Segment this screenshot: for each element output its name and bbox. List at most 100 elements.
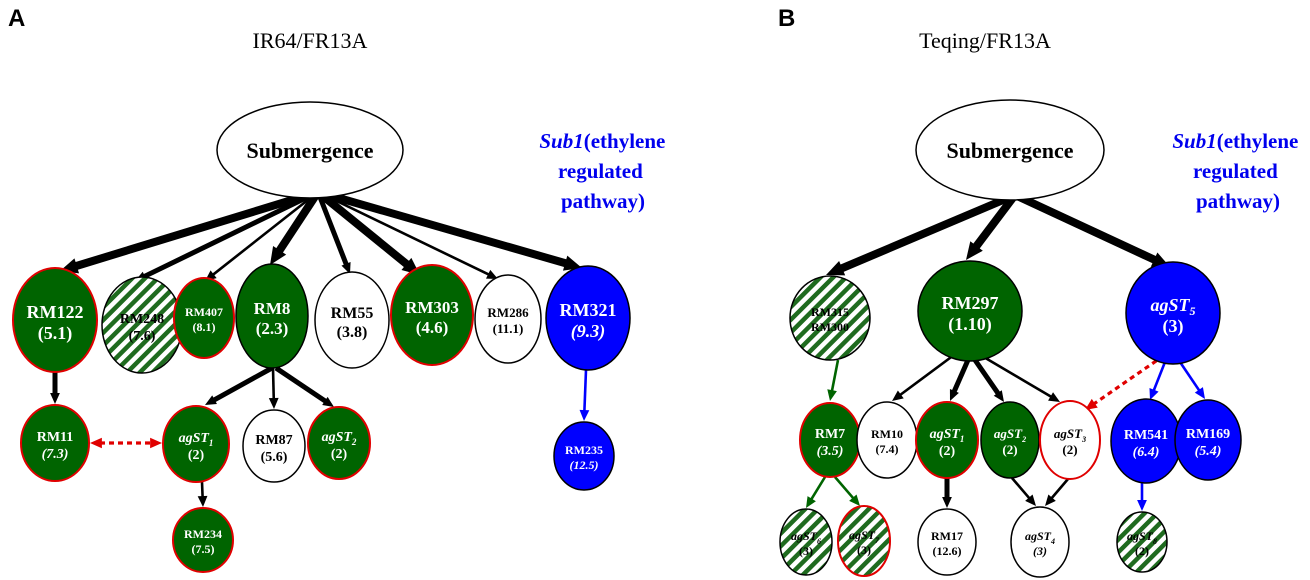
panel-a-node-rm87-ellipse [242, 409, 306, 483]
panel-b-node-rm7-value: (3.5) [817, 444, 844, 459]
panel-a-node-rm55-value: (3.8) [337, 324, 368, 341]
panel-b-node-agst5-label: agST5 [1150, 295, 1195, 318]
panel-b-edge-rm7-to-agst6-line [809, 476, 827, 502]
panel-b-node-agst1-ellipse [915, 401, 979, 479]
panel-a-title: IR64/FR13A [253, 28, 368, 53]
panel-a-edge-root-to-rm122 [60, 188, 320, 274]
panel-a-node-rm303-value: (4.6) [416, 318, 449, 337]
panel-b-node-rm10: RM10(7.4) [856, 401, 918, 479]
panel-a-node-rm11-ellipse [20, 404, 90, 482]
nodes-layer: SubmergenceRM122(5.1)RM248(7.6)RM407(8.1… [12, 99, 1242, 578]
panel-a-edge-root-to-rm407-line [211, 190, 319, 277]
panel-b-edge-rm541-to-agst8 [1137, 483, 1147, 511]
panel-b-edge-agst2-to-agst4-head [1025, 494, 1036, 506]
panel-b-node-agst5: agST5(3) [1125, 261, 1221, 365]
panel-b-node-agst1: agST1(2) [915, 401, 979, 479]
panel-b-node-rm10-value: (7.4) [876, 442, 899, 456]
sub1-suffix: (ethylene [1217, 129, 1299, 153]
panel-b-node-agst7: agST7(3) [837, 505, 891, 577]
panel-a-node-rm87: RM87 (5.6) [242, 409, 306, 483]
panel-a-node-rm8: RM8(2.3) [235, 263, 309, 369]
panel-b-root-node: Submergence [915, 99, 1105, 201]
sub1-name: Sub1 [539, 129, 583, 153]
panel-a-edge-rm122-to-rm11 [50, 372, 60, 404]
panel-a-edge-root-to-rm321 [316, 188, 582, 271]
panel-b-node-agst8: agST8(2) [1116, 511, 1168, 573]
sub1-line3: pathway) [1196, 189, 1280, 213]
panel-a-node-rm286-ellipse [474, 274, 542, 364]
panel-b-node-agst8-ellipse [1116, 511, 1168, 573]
panel-b-edge-rm297-to-rm10-line [898, 350, 959, 397]
panel-b-edge-rm297-to-agst3 [981, 354, 1060, 402]
panel-b-edge-rm297-to-agst3-head [1048, 392, 1060, 402]
panel-b-node-agst4-ellipse [1010, 506, 1070, 578]
panel-a-node-rm235-ellipse [553, 421, 615, 491]
panel-b-edge-rm297-to-rm10-head [892, 390, 904, 401]
panel-a-node-rm286: RM286(11.1) [474, 274, 542, 364]
panel-b-edge-rm297-to-agst3-line [981, 354, 1053, 399]
panel-b-title: Teqing/FR13A [919, 28, 1051, 53]
panel-b-node-rm315-label: RM315 [811, 305, 849, 319]
panel-a-edge-rm11-to-agst1-head-start [90, 437, 102, 449]
panel-a-node-rm87-label: RM87 [255, 433, 292, 448]
panel-b-node-agst2-value: (2) [1002, 442, 1017, 457]
panel-b-node-rm541: RM541(6.4) [1110, 398, 1182, 484]
panel-b-node-rm315-value: RM300 [811, 320, 849, 334]
panel-a-node-rm55-label: RM55 [331, 305, 374, 322]
panel-a-node-rm234-ellipse [172, 507, 234, 573]
panel-b-node-agst1-value: (2) [939, 444, 956, 459]
panel-b-node-rm297: RM297(1.10) [917, 260, 1023, 362]
panel-a-edge-root-to-rm286-line [317, 190, 491, 277]
panel-a-node-rm248: RM248(7.6) [101, 276, 183, 374]
panel-a-edge-root-to-rm248-line [142, 189, 320, 280]
sub1-name: Sub1 [1172, 129, 1216, 153]
panel-b-node-agst4: agST4(3) [1010, 506, 1070, 578]
panel-b-node-agst2: agST2(2) [980, 401, 1040, 479]
panel-a-node-rm303-label: RM303 [405, 298, 459, 317]
panel-b-root-label: Submergence [946, 138, 1073, 163]
panel-b-node-agst6-value: (3) [799, 544, 813, 558]
panel-a-node-rm87-value: (5.6) [261, 450, 288, 465]
panel-b-node-agst8-label: agST8 [1127, 529, 1157, 546]
panel-b-edge-rm315-to-rm7-line [830, 359, 840, 393]
panel-a-node-agst1-ellipse [162, 405, 230, 483]
panel-a-edge-root-to-rm321-line [316, 188, 568, 268]
panel-a-node-rm321-label: RM321 [560, 300, 617, 320]
panel-b-edge-rm297-to-agst2-line [972, 358, 1001, 397]
panel-b-edge-agst5-to-rm169 [1178, 361, 1205, 399]
panel-b-node-rm315-ellipse [789, 275, 871, 361]
panel-a-node-rm11-value: (7.3) [42, 447, 69, 462]
panel-b-node-rm17-value: (12.6) [933, 544, 962, 558]
panel-b-letter: B [778, 5, 795, 32]
panel-a-edge-rm8-to-agst1-line [211, 365, 274, 403]
panel-b-edge-agst2-to-agst4-line [1011, 477, 1032, 501]
panel-a-node-agst1-label: agST1 [179, 431, 214, 448]
panel-b-node-agst7-ellipse [837, 505, 891, 577]
panel-a-node-rm235-value: (12.5) [570, 458, 599, 472]
sub1-line3: pathway) [561, 189, 645, 213]
panel-a-edge-agst1-to-rm234 [197, 481, 208, 507]
panel-b-edge-root-to-rm297-line [972, 192, 1019, 250]
panel-b-edge-rm7-to-agst7-line [834, 476, 856, 501]
panel-b-edge-rm7-to-agst7 [834, 476, 860, 506]
panel-a-node-rm11-label: RM11 [37, 430, 74, 445]
panel-a-edge-rm321-to-rm235-head [579, 409, 590, 421]
panel-b-root-ellipse [915, 99, 1105, 201]
panel-b-edge-agst3-to-agst4-head [1045, 494, 1056, 506]
panel-a-node-rm55-ellipse [314, 271, 390, 369]
panel-a-edge-rm8-to-agst1-head [205, 395, 217, 405]
panel-b-node-rm169-label: RM169 [1186, 427, 1230, 442]
panel-a-node-agst2-value: (2) [331, 447, 348, 462]
panel-b-edge-rm7-to-agst6 [806, 476, 827, 508]
panel-b-node-agst3-value: (2) [1062, 442, 1077, 457]
panel-a-edge-rm321-to-rm235-line [583, 369, 588, 413]
panel-a-node-rm122-value: (5.1) [38, 323, 73, 344]
panel-a-edge-rm122-to-rm11-head [50, 393, 60, 404]
panel-a-node-rm122-ellipse [12, 267, 98, 373]
panel-b-node-rm297-value: (1.10) [948, 314, 992, 335]
panel-b-edge-agst2-to-agst4 [1011, 477, 1036, 506]
panel-a-edge-rm8-to-agst2 [274, 365, 334, 407]
panel-b-sub1-note: Sub1(ethylene regulated pathway) [1172, 129, 1303, 213]
panel-a-edge-rm8-to-agst2-line [274, 365, 328, 405]
panel-a-node-rm11: RM11 (7.3) [20, 404, 90, 482]
